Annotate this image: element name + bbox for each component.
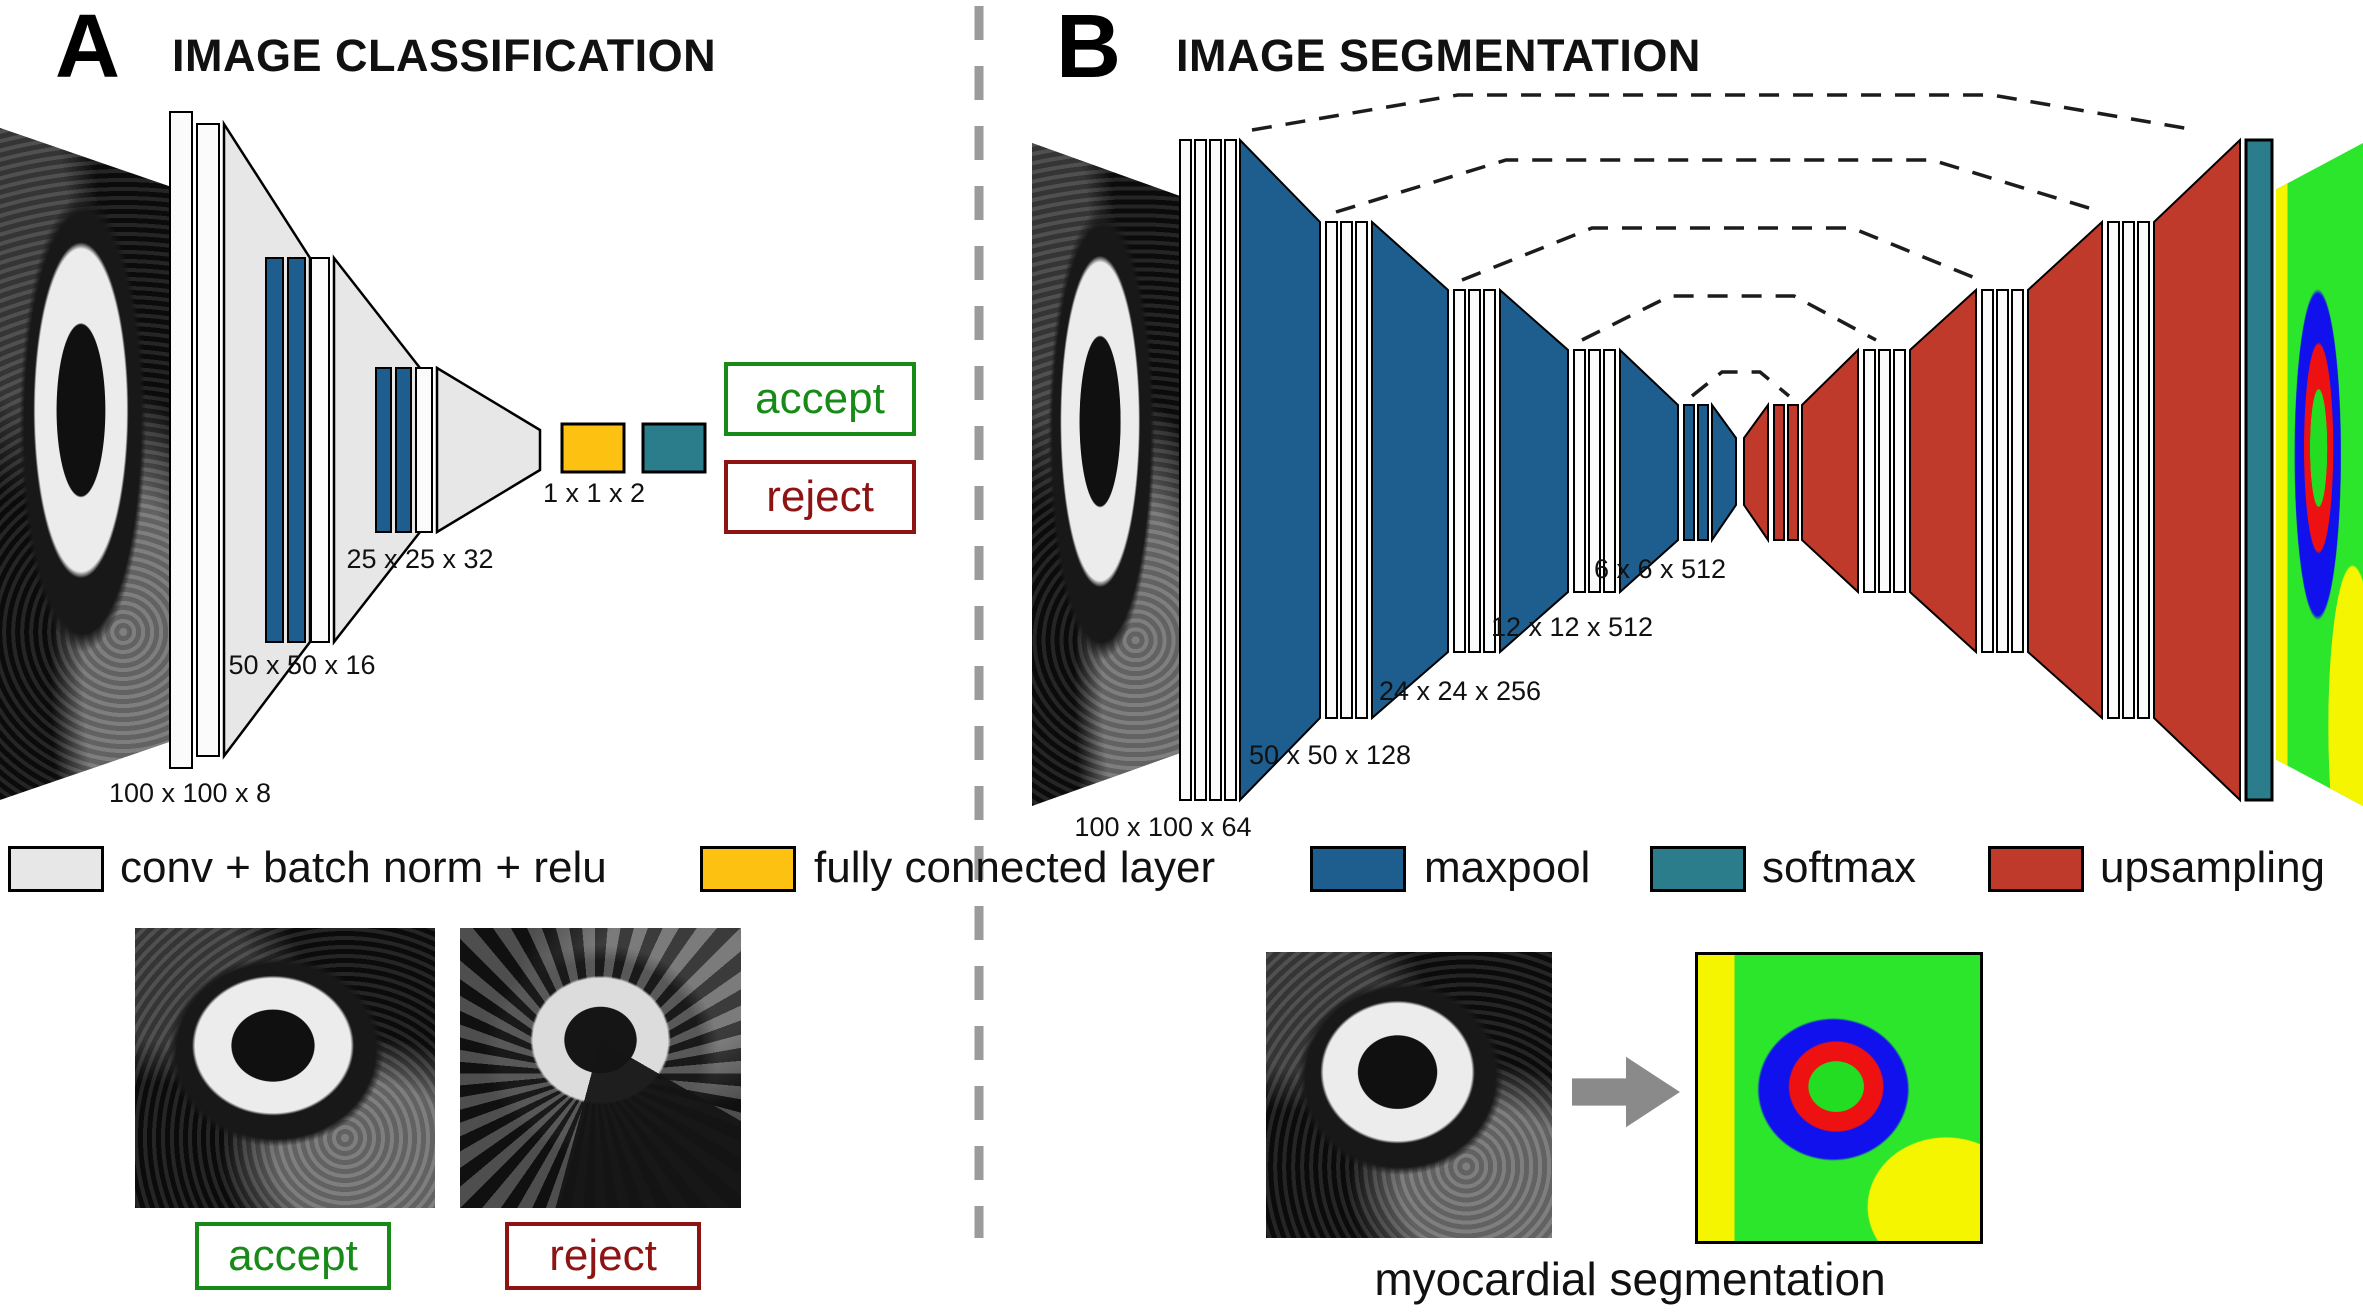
segmentation-example-input bbox=[1266, 952, 1552, 1238]
maxpool-trapezoid-2 bbox=[1371, 219, 1449, 721]
segmentation-caption: myocardial segmentation bbox=[1374, 1253, 1886, 1305]
upsample-trapezoid-2 bbox=[1801, 347, 1859, 595]
decoder bbox=[1743, 137, 2274, 803]
upsample-trapezoid-5 bbox=[2153, 137, 2241, 803]
example-accept-label: accept bbox=[228, 1231, 358, 1280]
decoder-sheets-2 bbox=[1863, 349, 1906, 593]
accept-output-label: accept bbox=[755, 374, 885, 423]
softmax-sheet bbox=[2244, 138, 2274, 802]
maxpool-trapezoid-1 bbox=[1239, 137, 1321, 803]
maxpool-trapezoid-3 bbox=[1499, 287, 1569, 655]
dim-label-a2: 50 x 50 x 16 bbox=[228, 650, 375, 680]
conv-sheets-stage1 bbox=[169, 111, 220, 769]
softmax-layer-box bbox=[641, 422, 707, 474]
upsample-trapezoid-4 bbox=[2027, 219, 2103, 721]
dim-label-b5: 6 x 6 x 512 bbox=[1594, 554, 1726, 584]
dim-label-b4: 12 x 12 x 512 bbox=[1491, 612, 1653, 642]
dim-label-b3: 24 x 24 x 256 bbox=[1379, 676, 1541, 706]
legend-label-maxpool: maxpool bbox=[1424, 843, 1591, 892]
legend-label-upsample: upsampling bbox=[2100, 843, 2326, 892]
dim-label-a1: 100 x 100 x 8 bbox=[109, 778, 271, 808]
legend-label-conv: conv + batch norm + relu bbox=[120, 843, 607, 892]
dim-label-b2: 50 x 50 x 128 bbox=[1249, 740, 1411, 770]
segmentation-network: 100 x 100 x 64 50 x 50 x 128 24 x 24 x 2… bbox=[1074, 93, 2274, 840]
dim-label-b1: 100 x 100 x 64 bbox=[1074, 812, 1251, 840]
conv-trapezoid-3 bbox=[435, 365, 542, 535]
maxpool-sheets-2 bbox=[375, 367, 412, 533]
panel-a-letter: A bbox=[55, 0, 120, 97]
maxpool-sheets-1 bbox=[265, 257, 306, 643]
segmentation-example-output bbox=[1695, 952, 1983, 1244]
conv-sheets-enc1 bbox=[1179, 139, 1237, 801]
classification-network: 100 x 100 x 8 50 x 50 x 16 25 x 25 x 32 … bbox=[109, 111, 707, 808]
network-diagrams: 100 x 100 x 8 50 x 50 x 16 25 x 25 x 32 … bbox=[109, 93, 2274, 840]
panel-a-title: IMAGE CLASSIFICATION bbox=[172, 30, 717, 81]
example-reject-label: reject bbox=[549, 1231, 657, 1280]
conv-sheet-2 bbox=[310, 257, 330, 643]
cardiac-mri-input-b bbox=[1032, 143, 1180, 806]
skip-connections bbox=[1251, 93, 2197, 398]
skip-connection-5 bbox=[1690, 370, 1791, 398]
bottleneck-sheets bbox=[1683, 404, 1709, 541]
example-accept-image bbox=[135, 928, 435, 1208]
legend-swatch-upsample bbox=[1988, 846, 2084, 892]
dim-label-a3: 25 x 25 x 32 bbox=[346, 544, 493, 574]
fully-connected-layer-box bbox=[560, 422, 626, 474]
example-accept-box: accept bbox=[195, 1222, 391, 1290]
legend-swatch-softmax bbox=[1650, 846, 1746, 892]
dim-label-a4: 1 x 1 x 2 bbox=[543, 478, 645, 508]
accept-output-box: accept bbox=[724, 362, 916, 436]
legend-label-softmax: softmax bbox=[1762, 843, 1917, 892]
panel-b-letter: B bbox=[1056, 0, 1121, 97]
conv-sheet-3 bbox=[415, 367, 433, 533]
legend-swatch-maxpool bbox=[1310, 846, 1406, 892]
conv-sheets-enc2 bbox=[1325, 221, 1368, 719]
reject-output-label: reject bbox=[766, 472, 874, 521]
conv-sheets-enc4 bbox=[1573, 349, 1616, 593]
skip-connection-1 bbox=[1251, 93, 2197, 132]
decoder-sheets-1 bbox=[1773, 404, 1799, 541]
skip-connection-2 bbox=[1335, 158, 2103, 214]
reject-output-box: reject bbox=[724, 460, 916, 534]
panel-b-title: IMAGE SEGMENTATION bbox=[1176, 30, 1701, 81]
upsample-trapezoid-1 bbox=[1743, 401, 1769, 544]
maxpool-trapezoid-4 bbox=[1619, 347, 1679, 595]
example-reject-box: reject bbox=[505, 1222, 701, 1290]
legend-swatch-conv bbox=[8, 846, 104, 892]
legend-swatch-fc bbox=[700, 846, 796, 892]
encoder bbox=[1179, 137, 1737, 803]
example-reject-image bbox=[460, 928, 741, 1208]
skip-connection-4 bbox=[1581, 294, 1877, 342]
segmentation-output-b bbox=[2276, 143, 2363, 806]
maxpool-trapezoid-5 bbox=[1711, 401, 1737, 544]
decoder-sheets-3 bbox=[1981, 289, 2024, 653]
cardiac-mri-input-a bbox=[0, 128, 176, 800]
upsample-trapezoid-3 bbox=[1909, 287, 1977, 655]
arrow-right-icon bbox=[1572, 1056, 1680, 1128]
conv-sheets-enc3 bbox=[1453, 289, 1496, 653]
decoder-sheets-4 bbox=[2107, 221, 2150, 719]
panel-divider bbox=[974, 6, 984, 1238]
legend-label-fc: fully connected layer bbox=[814, 843, 1216, 892]
skip-connection-3 bbox=[1461, 226, 1981, 282]
